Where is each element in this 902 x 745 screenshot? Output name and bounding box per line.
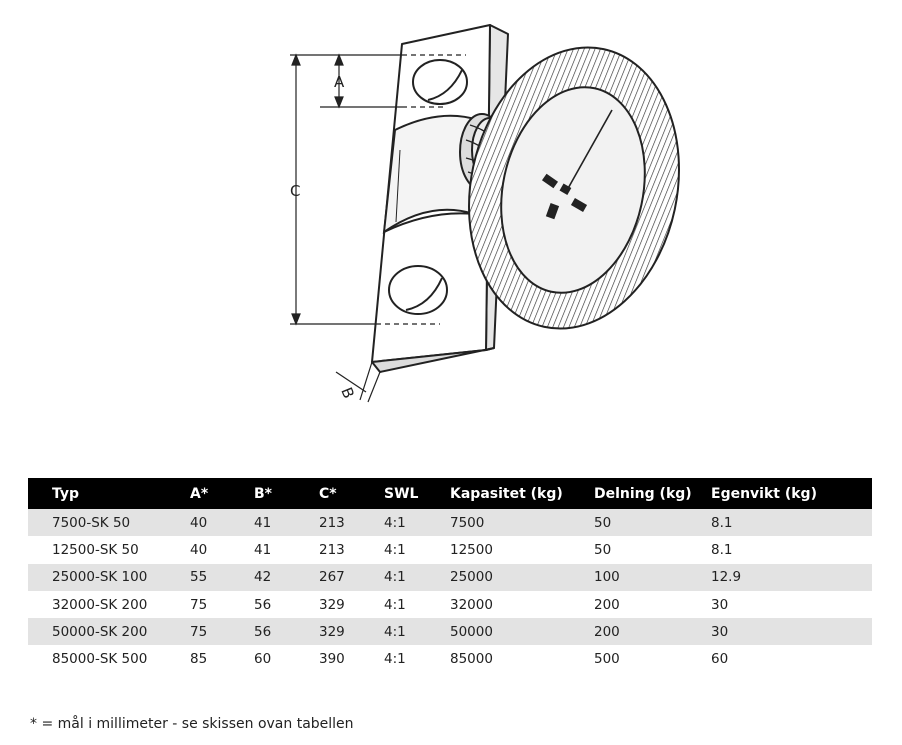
cell-swl: 4:1 [384, 536, 450, 564]
cell-a: 40 [190, 536, 254, 564]
cell-delning: 200 [594, 590, 711, 619]
cell-kapasitet: 7500 [450, 509, 594, 537]
column-header-delning: Delning (kg) [594, 478, 711, 509]
dimension-label-a: A [334, 73, 345, 91]
table-row: 25000-SK 100 55 42 267 4:1 25000 100 12.… [28, 563, 872, 591]
table-header-row: Typ A* B* C* SWL Kapasitet (kg) Delning … [28, 478, 872, 509]
cell-swl: 4:1 [384, 509, 450, 537]
dynamometer-diagram: A C B [290, 24, 680, 403]
cell-a: 55 [190, 563, 254, 591]
gauge-dial [468, 46, 680, 330]
cell-delning: 200 [594, 618, 711, 646]
cell-delning: 50 [594, 536, 711, 564]
table-row: 85000-SK 500 85 60 390 4:1 85000 500 60 [28, 645, 872, 673]
dimension-b [335, 361, 381, 403]
dimension-c [290, 53, 440, 326]
cylinder [382, 114, 480, 235]
cell-kapasitet: 32000 [450, 590, 594, 619]
cell-egenvikt: 30 [711, 590, 872, 619]
cell-b: 56 [254, 618, 319, 646]
cell-typ: 25000-SK 100 [28, 563, 190, 591]
table-row: 50000-SK 200 75 56 329 4:1 50000 200 30 [28, 618, 872, 646]
footnote: * = mål i millimeter - se skissen ovan t… [30, 716, 354, 732]
cell-typ: 32000-SK 200 [28, 590, 190, 619]
cell-swl: 4:1 [384, 563, 450, 591]
cell-b: 41 [254, 536, 319, 564]
cell-egenvikt: 30 [711, 618, 872, 646]
cell-a: 85 [190, 645, 254, 673]
cell-a: 75 [190, 590, 254, 619]
column-header-b: B* [254, 478, 319, 509]
dimension-label-c: C [290, 182, 300, 200]
table-row: 32000-SK 200 75 56 329 4:1 32000 200 30 [28, 590, 872, 619]
cell-kapasitet: 25000 [450, 563, 594, 591]
cell-c: 329 [319, 590, 384, 619]
cell-egenvikt: 8.1 [711, 509, 872, 537]
cell-delning: 500 [594, 645, 711, 673]
table-row: 12500-SK 50 40 41 213 4:1 12500 50 8.1 [28, 536, 872, 564]
cell-delning: 100 [594, 563, 711, 591]
cell-kapasitet: 85000 [450, 645, 594, 673]
column-header-egenvikt: Egenvikt (kg) [711, 478, 872, 509]
cell-b: 60 [254, 645, 319, 673]
cell-swl: 4:1 [384, 618, 450, 646]
cell-c: 213 [319, 509, 384, 537]
cell-egenvikt: 60 [711, 645, 872, 673]
cell-c: 390 [319, 645, 384, 673]
specifications-table: Typ A* B* C* SWL Kapasitet (kg) Delning … [28, 478, 872, 673]
cell-c: 267 [319, 563, 384, 591]
cell-a: 40 [190, 509, 254, 537]
cell-egenvikt: 8.1 [711, 536, 872, 564]
column-header-kapasitet: Kapasitet (kg) [450, 478, 594, 509]
cell-swl: 4:1 [384, 590, 450, 619]
cell-delning: 50 [594, 509, 711, 537]
table-row: 7500-SK 50 40 41 213 4:1 7500 50 8.1 [28, 509, 872, 537]
dimension-label-b: B [337, 385, 358, 401]
cell-kapasitet: 50000 [450, 618, 594, 646]
cell-b: 56 [254, 590, 319, 619]
cell-egenvikt: 12.9 [711, 563, 872, 591]
cell-b: 42 [254, 563, 319, 591]
cell-typ: 7500-SK 50 [28, 509, 190, 537]
cell-kapasitet: 12500 [450, 536, 594, 564]
cell-b: 41 [254, 509, 319, 537]
dimension-a [320, 53, 466, 109]
cell-a: 75 [190, 618, 254, 646]
column-header-a: A* [190, 478, 254, 509]
top-hole [412, 59, 468, 105]
cell-typ: 50000-SK 200 [28, 618, 190, 646]
cell-swl: 4:1 [384, 645, 450, 673]
column-header-typ: Typ [28, 478, 190, 509]
column-header-swl: SWL [384, 478, 450, 509]
cell-typ: 12500-SK 50 [28, 536, 190, 564]
column-header-c: C* [319, 478, 384, 509]
cell-c: 213 [319, 536, 384, 564]
cell-typ: 85000-SK 500 [28, 645, 190, 673]
cell-c: 329 [319, 618, 384, 646]
bottom-hole [388, 265, 448, 315]
